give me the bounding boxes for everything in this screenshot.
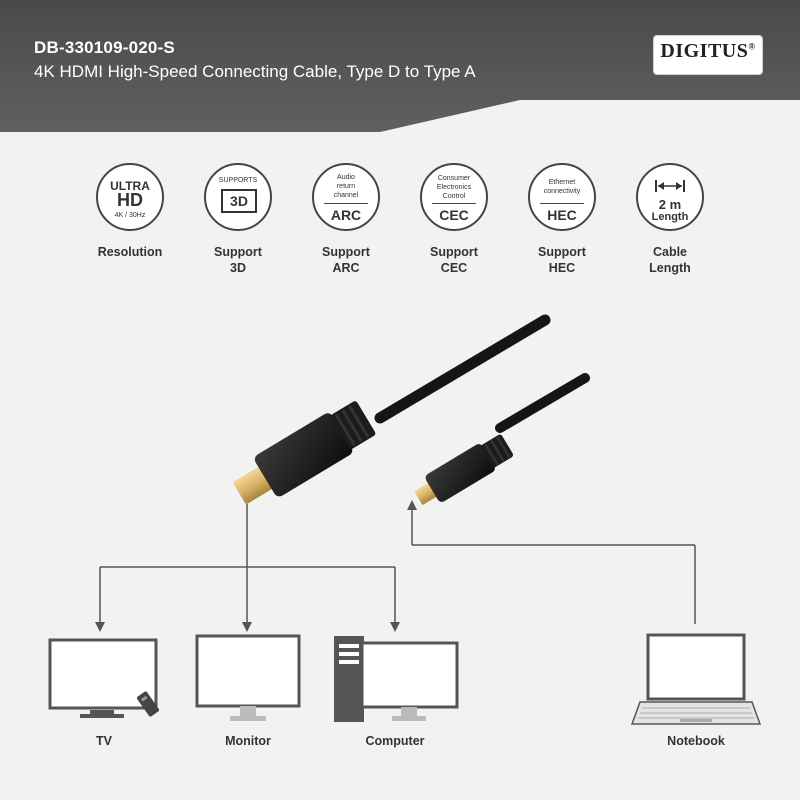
hdmi-type-d-connector (414, 434, 514, 505)
feature-label: Cable (652, 245, 688, 259)
computer-icon (334, 636, 459, 722)
hdmi-cable (374, 314, 590, 433)
divider (324, 203, 368, 204)
arc-text: ARC (330, 207, 362, 223)
device-label-notebook: Notebook (667, 734, 725, 748)
cable-length-icon: 2 m Length (636, 163, 704, 231)
refresh-text: 4K / 30Hz (114, 212, 146, 219)
feature-label: Support (430, 245, 478, 259)
feature-label-2: 3D (230, 261, 246, 275)
logo-registered-mark: ® (748, 41, 756, 52)
supports-text: SUPPORTS (218, 177, 258, 184)
ultra-text: ULTRA (110, 179, 150, 193)
digitus-logo: DIGITUS® (654, 36, 762, 74)
feature-label-2: ARC (332, 261, 360, 275)
cec-desc-2: Electronics (436, 184, 472, 191)
cec-icon: Consumer Electronics Control CEC (420, 163, 488, 231)
feature-label-2: CEC (440, 261, 468, 275)
hec-icon: Ethernet connectivity HEC (528, 163, 596, 231)
feature-label: Support (538, 245, 586, 259)
feature-label: Support (214, 245, 262, 259)
product-sku: DB-330109-020-S (34, 38, 175, 57)
feature-label: Support (322, 245, 370, 259)
logo-text: DIGITUS (660, 40, 749, 62)
monitor-icon (195, 634, 301, 721)
notebook-icon (630, 633, 762, 725)
hec-text: HEC (547, 207, 577, 223)
hd-text: HD (117, 190, 143, 210)
hdmi-type-a-connector (233, 401, 376, 504)
feature-3d: SUPPORTS 3D Support 3D (188, 163, 288, 276)
arrow-heads (95, 500, 417, 632)
feature-label-2: Length (649, 261, 691, 275)
ultra-hd-icon: ULTRA HD 4K / 30Hz (96, 163, 164, 231)
connection-lines (99, 504, 696, 624)
3d-icon: SUPPORTS 3D (204, 163, 272, 231)
device-label-monitor: Monitor (225, 734, 271, 748)
3d-text: 3D (221, 189, 257, 213)
header-diagonal (0, 100, 800, 140)
feature-cec: Consumer Electronics Control CEC Support… (404, 163, 504, 276)
cec-text: CEC (439, 207, 469, 223)
divider (432, 203, 476, 204)
divider (540, 203, 584, 204)
arc-desc-3: channel (333, 192, 359, 199)
tv-icon (48, 638, 160, 718)
product-title: 4K HDMI High-Speed Connecting Cable, Typ… (34, 62, 476, 81)
feature-label-2: HEC (548, 261, 576, 275)
length-value: 2 m (658, 197, 682, 212)
device-label-computer: Computer (365, 734, 425, 748)
device-label-tv: TV (96, 734, 112, 748)
cec-desc-3: Control (442, 193, 466, 200)
hec-desc-2: connectivity (543, 188, 581, 195)
length-text: Length (651, 211, 689, 223)
arc-icon: Audio return channel ARC (312, 163, 380, 231)
feature-label: Resolution (97, 245, 163, 259)
length-arrow-icon (655, 180, 685, 192)
cec-desc-1: Consumer (437, 175, 471, 182)
arc-desc-1: Audio (337, 174, 355, 181)
arc-desc-2: return (336, 183, 356, 190)
feature-resolution: ULTRA HD 4K / 30Hz Resolution (80, 163, 180, 260)
hec-desc-1: Ethernet (548, 179, 576, 186)
